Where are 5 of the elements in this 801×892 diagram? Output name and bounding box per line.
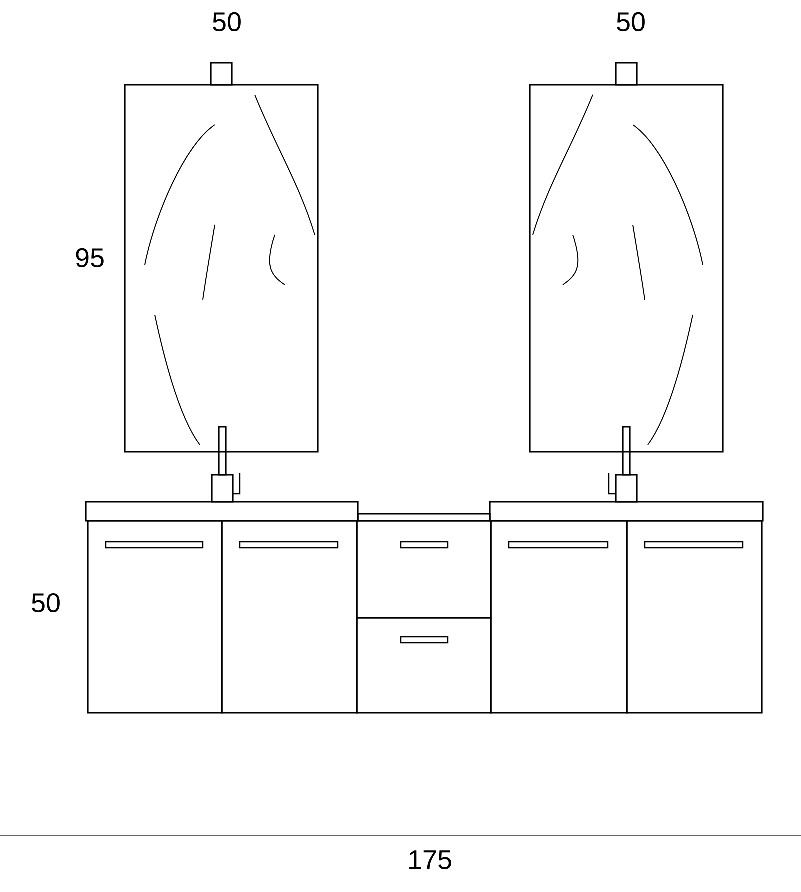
dimension-label: 175 <box>410 850 452 870</box>
dimension-label: 50 <box>213 12 241 32</box>
dimension-label: 50 <box>617 12 645 32</box>
dimension-label: 50 <box>32 593 60 613</box>
dimension-label: 95 <box>76 248 104 268</box>
